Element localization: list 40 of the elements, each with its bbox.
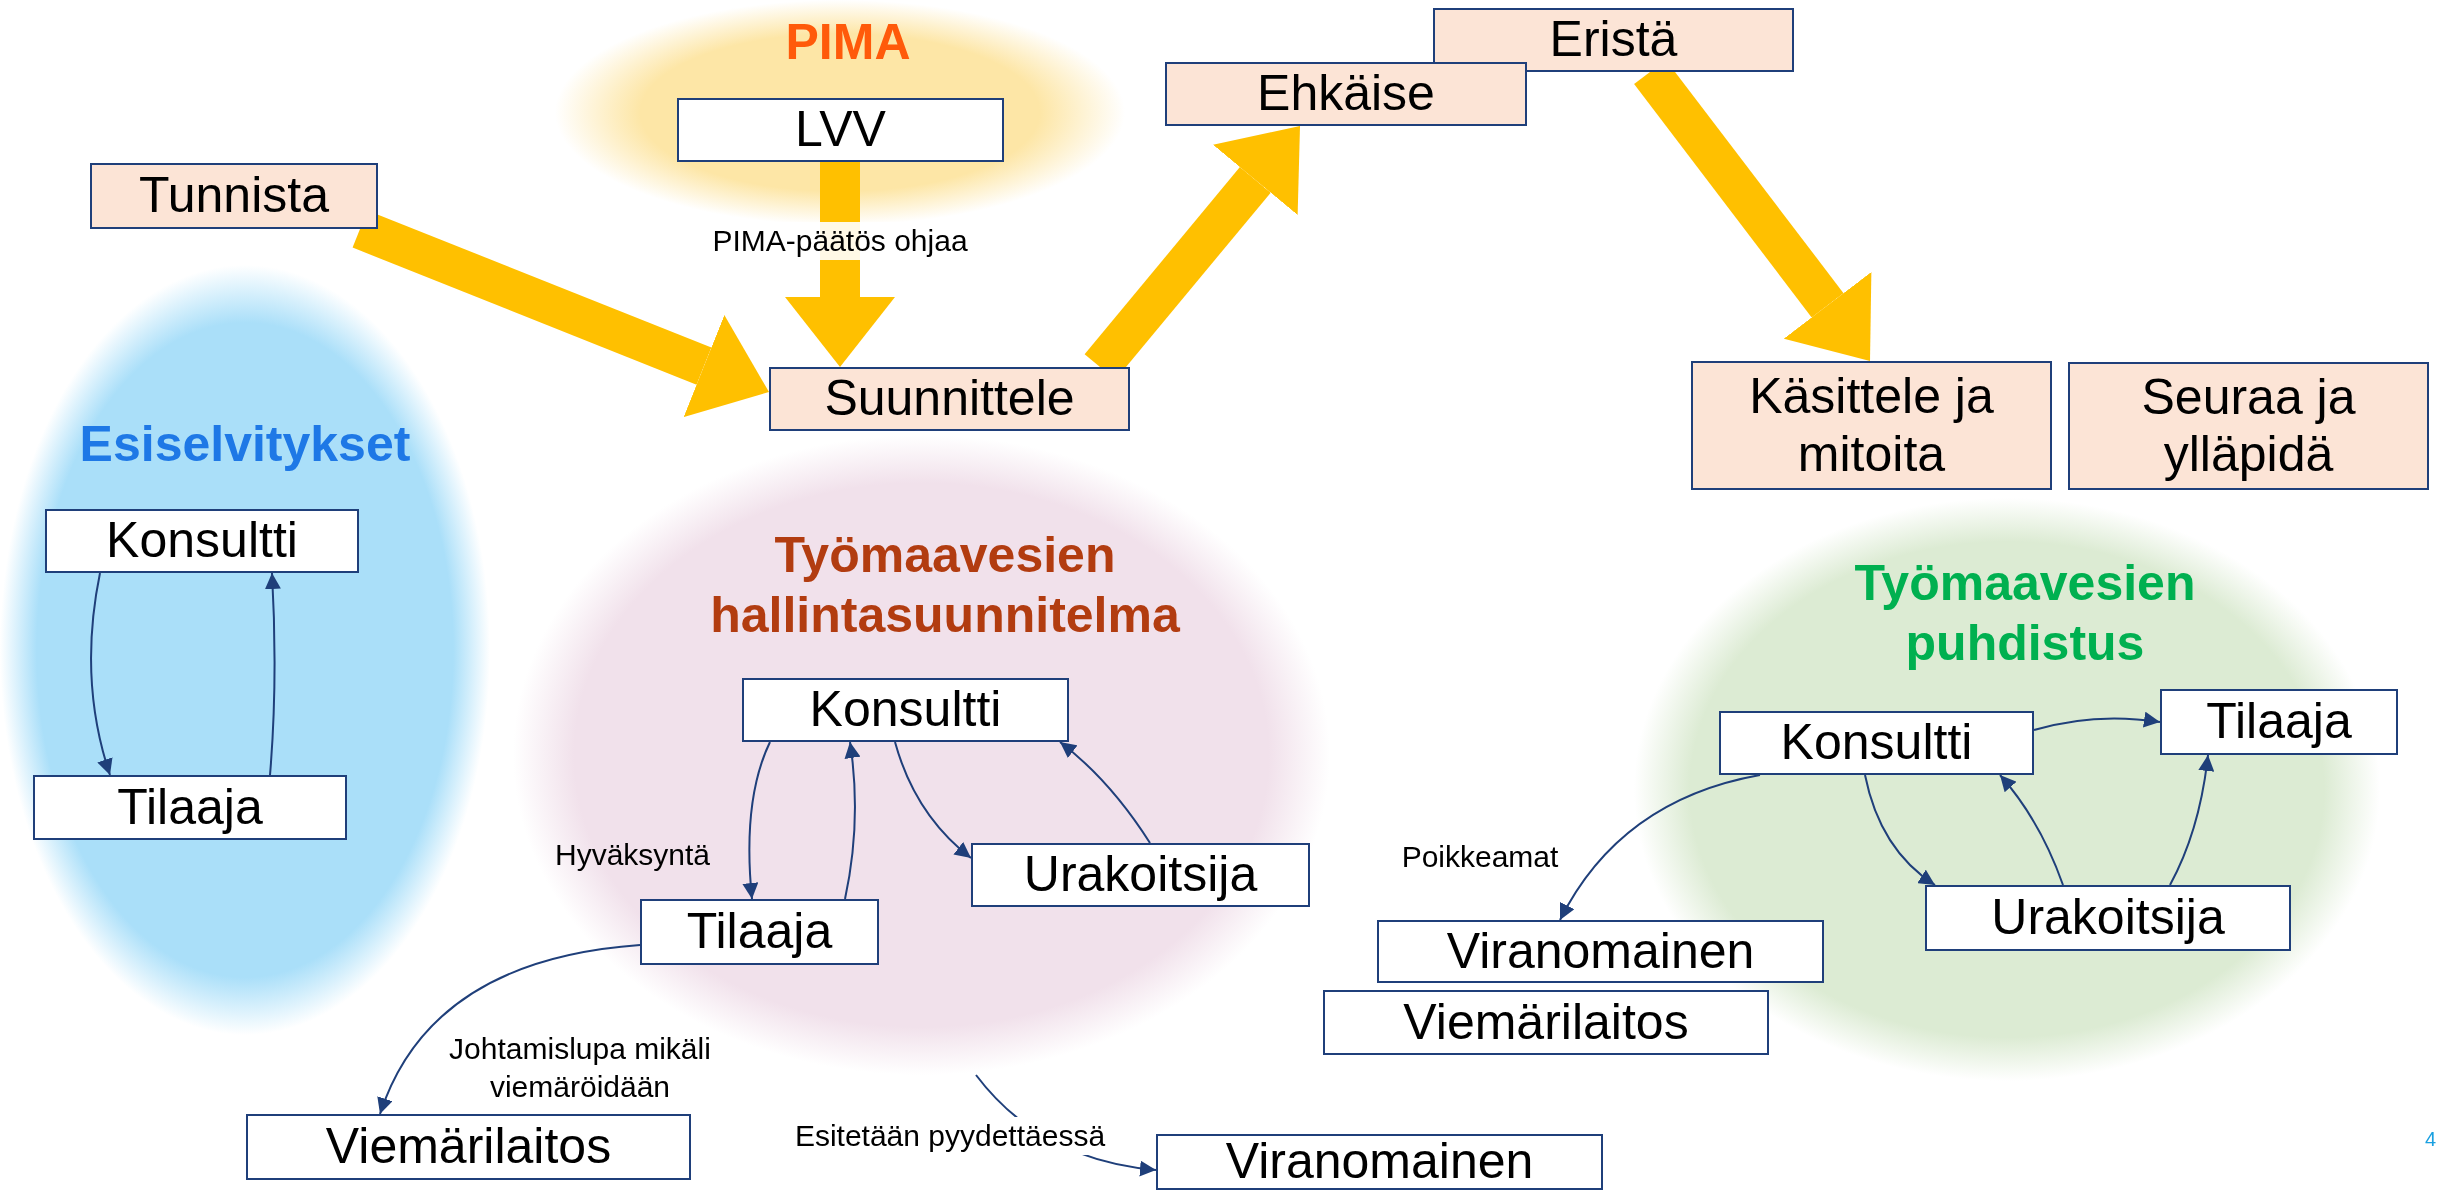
edge-label: Poikkeamat [1400, 839, 1560, 875]
arrow [2033, 711, 2161, 731]
arrow [90, 572, 113, 776]
text-box: Käsittele ja mitoita [1691, 361, 2052, 490]
area-heading: Työmaavesien hallintasuunnitelma [709, 526, 1181, 645]
edge-label: Hyväksyntä [553, 837, 712, 873]
text-box: Suunnittele [769, 367, 1130, 431]
arrow [894, 741, 972, 859]
arrow [264, 572, 281, 776]
text-box: Ehkäise [1165, 62, 1527, 126]
area-heading: Työmaavesien puhdistus [1853, 553, 2197, 673]
text-box: Urakoitsija [971, 843, 1310, 907]
arrow [1059, 741, 1151, 844]
text-box: LVV [677, 98, 1004, 162]
text-box: Tilaaja [33, 775, 347, 840]
arrow [844, 741, 861, 900]
area-heading: Esiselvitykset [78, 415, 412, 474]
arrow [1999, 774, 2064, 886]
text-box: Viemärilaitos [1323, 990, 1769, 1055]
text-box: Eristä [1433, 8, 1794, 72]
text-box: Konsultti [1719, 711, 2034, 775]
block-arrow [785, 162, 895, 367]
text-box: Konsultti [742, 678, 1069, 742]
arrow [742, 741, 771, 900]
arrow [378, 944, 641, 1115]
text-box: Viranomainen [1156, 1134, 1603, 1190]
text-box: Tilaaja [2160, 689, 2398, 755]
arrow [2169, 754, 2215, 886]
text-box: Tunnista [90, 163, 378, 229]
text-box: Seuraa ja ylläpidä [2068, 362, 2429, 490]
text-box: Viemärilaitos [246, 1114, 691, 1180]
text-box: Tilaaja [640, 899, 879, 965]
text-box: Urakoitsija [1925, 885, 2291, 951]
page-number: 4 [2424, 1127, 2436, 1152]
arrow [1864, 774, 1936, 886]
edge-label: Johtamislupa mikäli viemäröidään [448, 1031, 712, 1105]
arrow [1559, 774, 1761, 921]
text-box: Viranomainen [1377, 920, 1824, 983]
text-box: Konsultti [45, 509, 359, 573]
area-heading: PIMA [784, 13, 912, 72]
